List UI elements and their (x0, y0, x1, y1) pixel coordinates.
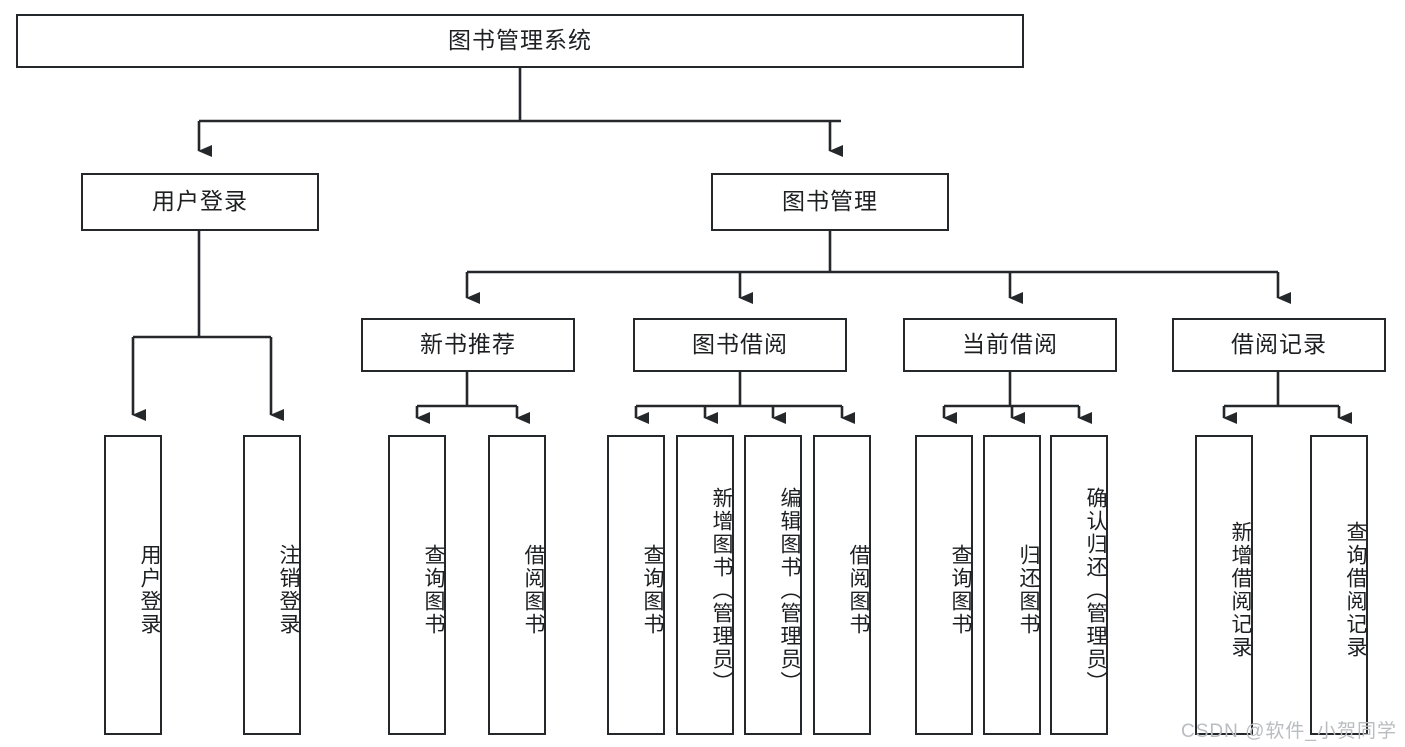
node-root-label: 图书管理系统 (448, 27, 592, 54)
node-current-borrow-label: 当前借阅 (962, 331, 1058, 358)
node-leaf-user-login-label: 用户登录 (138, 544, 161, 636)
node-leaf-query-book-cb[interactable]: 查询图书 (915, 435, 973, 735)
node-leaf-add-record[interactable]: 新增借阅记录 (1195, 435, 1253, 735)
node-leaf-confirm-return-label: 确认归还（管理员） (1084, 486, 1107, 694)
node-book-borrow-label: 图书借阅 (692, 331, 788, 358)
node-leaf-user-login[interactable]: 用户登录 (104, 435, 162, 735)
csdn-watermark: CSDN @软件_小贺同学 (1181, 721, 1397, 742)
node-leaf-user-logout[interactable]: 注销登录 (243, 435, 301, 735)
node-leaf-return-book-label: 归还图书 (1017, 544, 1040, 636)
edges-borrow-record (1222, 372, 1352, 424)
edges-current-borrow (942, 372, 1092, 424)
node-leaf-add-record-label: 新增借阅记录 (1229, 521, 1252, 659)
node-borrow-record[interactable]: 借阅记录 (1172, 318, 1386, 372)
node-leaf-query-book-rec[interactable]: 查询图书 (388, 435, 446, 735)
node-leaf-confirm-return[interactable]: 确认归还（管理员） (1050, 435, 1108, 735)
node-borrow-record-label: 借阅记录 (1231, 331, 1327, 358)
node-book-manage-label: 图书管理 (782, 188, 878, 215)
node-leaf-edit-book[interactable]: 编辑图书（管理员） (744, 435, 802, 735)
node-leaf-query-record[interactable]: 查询借阅记录 (1310, 435, 1368, 735)
node-leaf-edit-book-label: 编辑图书（管理员） (778, 486, 801, 694)
node-leaf-borrow-book-rec[interactable]: 借阅图书 (488, 435, 546, 735)
node-book-borrow[interactable]: 图书借阅 (633, 318, 847, 372)
node-user-login-label: 用户登录 (152, 188, 248, 215)
node-leaf-query-book-cb-label: 查询图书 (949, 544, 972, 636)
node-leaf-borrow-book-bb-label: 借阅图书 (847, 544, 870, 636)
node-book-manage[interactable]: 图书管理 (711, 173, 949, 231)
node-leaf-borrow-book-rec-label: 借阅图书 (522, 544, 545, 636)
node-leaf-add-book[interactable]: 新增图书（管理员） (676, 435, 734, 735)
node-user-login[interactable]: 用户登录 (81, 173, 319, 231)
node-new-book-rec[interactable]: 新书推荐 (361, 318, 575, 372)
node-new-book-rec-label: 新书推荐 (420, 331, 516, 358)
node-leaf-query-book-bb[interactable]: 查询图书 (607, 435, 665, 735)
node-leaf-add-book-label: 新增图书（管理员） (710, 486, 733, 694)
node-root[interactable]: 图书管理系统 (16, 14, 1024, 68)
edges-new-book-rec (415, 372, 530, 424)
edges-root (197, 68, 843, 157)
node-leaf-user-logout-label: 注销登录 (277, 544, 300, 636)
node-leaf-borrow-book-bb[interactable]: 借阅图书 (813, 435, 871, 735)
node-leaf-query-book-rec-label: 查询图书 (422, 544, 445, 636)
node-leaf-query-record-label: 查询借阅记录 (1344, 521, 1367, 659)
edges-user-login (131, 231, 284, 421)
node-leaf-return-book[interactable]: 归还图书 (983, 435, 1041, 735)
node-leaf-query-book-bb-label: 查询图书 (641, 544, 664, 636)
node-current-borrow[interactable]: 当前借阅 (903, 318, 1117, 372)
edges-book-manage (465, 231, 1291, 304)
edges-book-borrow (634, 372, 855, 424)
